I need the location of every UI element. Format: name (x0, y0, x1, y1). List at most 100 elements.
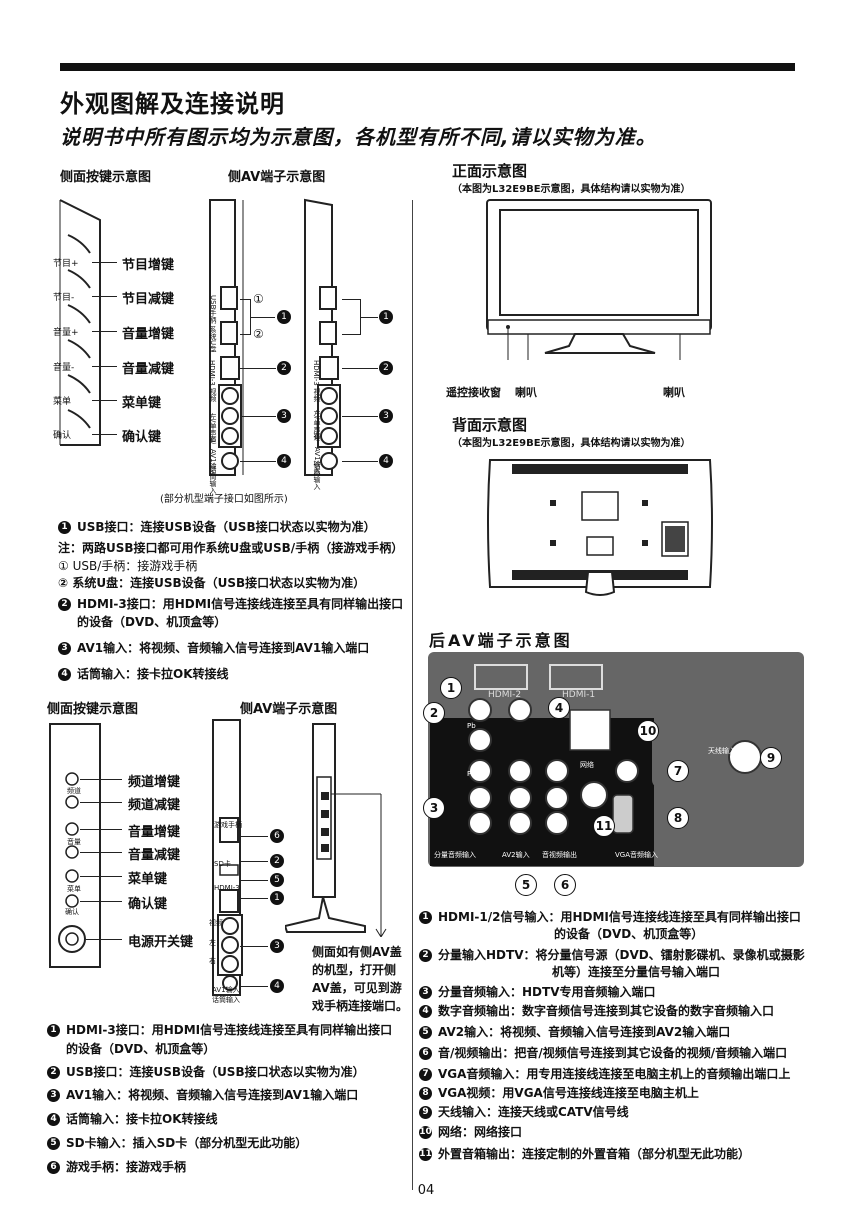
column-divider (412, 200, 413, 1190)
button-mark: 确认 (53, 431, 72, 441)
rear-callout-8: 8 (667, 807, 689, 829)
callout-1c: 1 (270, 891, 284, 905)
side-av-panel-a (209, 199, 244, 476)
port-mark-b: 左/单声道 (313, 410, 321, 441)
callout-2: 2 (277, 361, 291, 375)
rear-callout-5: 5 (515, 874, 537, 896)
ir-receiver-window (506, 325, 510, 329)
callout-4: 4 (277, 454, 291, 468)
rear-mark: Pb (467, 722, 476, 730)
rear-mark: 网络 (580, 761, 594, 769)
side-cover-note-3: AV盖，可见到游 (312, 981, 402, 995)
audio-r-jack (221, 427, 239, 445)
port-mark: 右 (209, 435, 217, 442)
rear-callout-6: 6 (554, 874, 576, 896)
rear-mark: 天线输入 (708, 747, 736, 755)
rear-mark: VGA音频输入 (615, 851, 659, 859)
port-mark-b: HDMI-3 (312, 360, 320, 386)
port-mark-b: 视频 (313, 388, 321, 402)
rear-callout-10: 10 (637, 720, 659, 742)
hdmi1-port (549, 664, 603, 690)
volume-down-button-shape (67, 339, 91, 359)
port-mark-b: AV1输入 (313, 447, 321, 475)
rear-mark: HDMI-2 (488, 690, 522, 700)
callout-4b: 4 (379, 454, 393, 468)
back-view-title: 背面示意图 (452, 416, 528, 434)
ir-receiver-label: 遥控接收窗 (446, 386, 501, 399)
button-mark: 音量- (53, 363, 75, 373)
port-mark-b: 话筒输入 (313, 462, 321, 490)
callout-2b: 2 (379, 361, 393, 375)
page-title: 外观图解及连接说明 (60, 90, 285, 118)
header-rule (60, 63, 795, 71)
menu-button (65, 869, 79, 883)
channel-up-label-2: 频道增键 (128, 775, 181, 790)
ok-key-label-2: 确认键 (128, 897, 168, 912)
port-note: (部分机型端子接口如图所示) (160, 494, 288, 505)
rear-callout-11: 11 (593, 815, 615, 837)
usb-port-1 (220, 286, 238, 310)
button-mark-2: 音量 (67, 838, 81, 846)
side-av-panel-b (304, 198, 341, 476)
port-mark-b: 右 (313, 432, 321, 439)
volume-up-label: 音量增键 (122, 327, 175, 342)
ok-key-label: 确认键 (122, 430, 162, 445)
volume-down-label-2: 音量减键 (128, 848, 181, 863)
menu-key-label: 菜单键 (122, 396, 162, 411)
circle-mark-1: ① (253, 292, 264, 306)
rear-av-title: 后AV端子示意图 (429, 631, 573, 650)
hdmi3-port (220, 356, 240, 380)
button-mark-2: 频道 (67, 787, 81, 795)
channel-up-button (65, 772, 79, 786)
speaker-left-label: 喇叭 (515, 386, 537, 399)
callout-4c: 4 (270, 979, 284, 993)
volume-up-label-2: 音量增键 (128, 825, 181, 840)
video-jack (221, 387, 239, 405)
side-button-panel-1 (59, 199, 101, 446)
vga-port (612, 794, 634, 834)
channel-down-button (65, 795, 79, 809)
side-buttons-title-1: 侧面按键示意图 (60, 170, 152, 185)
port-mark-c: 游戏手柄 (214, 821, 242, 829)
rear-mark: 分量音频输入 (434, 851, 476, 859)
desc2-hdmi3-cont: 的设备（DVD、机顶盒等） (66, 1042, 216, 1056)
button-mark-2: 确认 (65, 908, 79, 916)
port-mark-c: 右 (209, 957, 216, 965)
port-mark-c: 话筒输入 (212, 996, 240, 1004)
tv-front-view (486, 199, 712, 360)
menu-key-label-2: 菜单键 (128, 872, 168, 887)
rear-mark: 音视频输出 (542, 851, 577, 859)
desc3-component-cont: 机等）连接至分量信号输入端口 (552, 965, 721, 979)
sd-slot (219, 864, 239, 876)
rear-mark: Pr (467, 770, 474, 778)
callout-1b: 1 (379, 310, 393, 324)
page-subtitle: 说明书中所有图示均为示意图，各机型有所不同,请以实物为准。 (60, 125, 657, 149)
port-mark: 左/单声道 (209, 413, 217, 444)
port-mark: HDMI-3 (208, 360, 216, 386)
port-mark-c: SD卡 (214, 860, 231, 868)
gamepad-port (219, 817, 239, 843)
back-view-note: （本图为L32E9BE示意图，具体结构请以实物为准） (452, 438, 691, 449)
hdmi2-port (474, 664, 528, 690)
side-cover-note-4: 戏手柄连接端口。 (312, 999, 409, 1013)
side-cover-note-1: 侧面如有侧AV盖 (312, 945, 402, 959)
channel-up-label: 节目增键 (122, 258, 175, 273)
ok-button-shape (67, 409, 91, 429)
port-mark-c: HDMI-3 (214, 884, 240, 892)
rear-callout-9: 9 (760, 747, 782, 769)
front-view-title: 正面示意图 (452, 162, 528, 180)
side-buttons-title-2: 侧面按键示意图 (47, 702, 139, 717)
side-av-title-2: 侧AV端子示意图 (240, 702, 338, 717)
volume-down-label: 音量减键 (122, 362, 175, 377)
